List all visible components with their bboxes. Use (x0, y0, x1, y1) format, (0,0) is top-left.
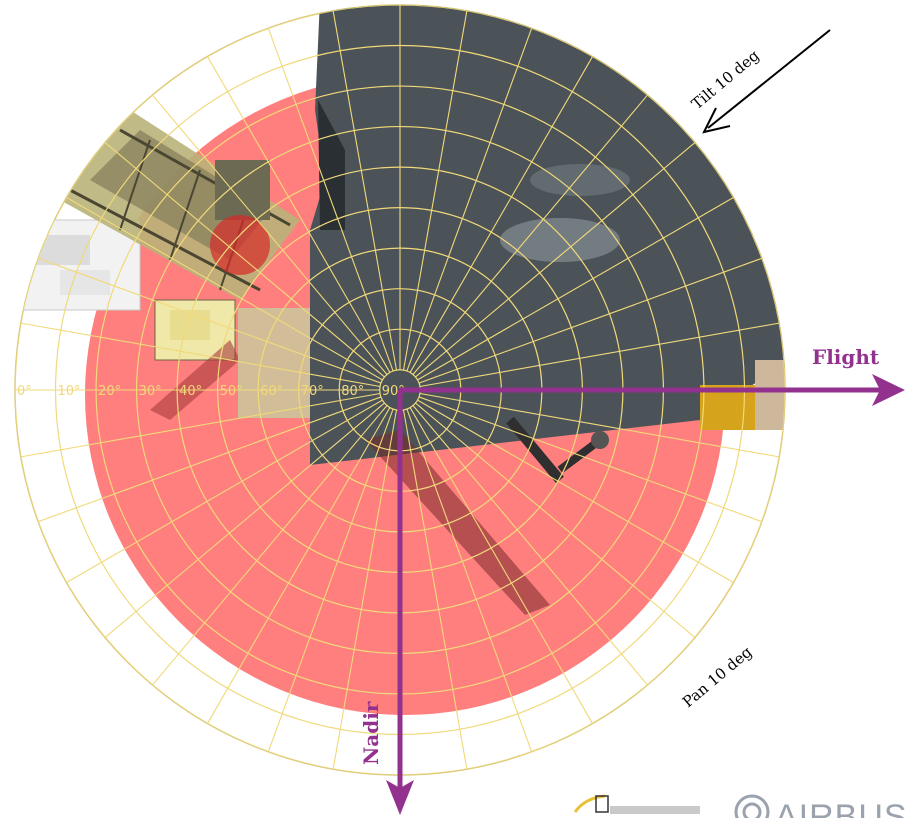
ring-label: 50° (220, 384, 243, 399)
grid-spoke (417, 399, 734, 583)
tilt-arrow (702, 29, 831, 134)
grid-spoke (409, 56, 593, 373)
grid-spoke (409, 407, 593, 724)
grid-spoke (412, 94, 648, 375)
flight-axis (400, 374, 905, 406)
ring-label: 70° (301, 384, 324, 399)
grid-spoke (38, 396, 382, 523)
ring-label: 30° (139, 384, 162, 399)
grid-spoke (104, 402, 385, 638)
grid-spoke (406, 28, 533, 372)
ring-label: 20° (98, 384, 121, 399)
grid-spoke (267, 28, 394, 372)
ring-label: 0° (17, 384, 32, 399)
grid-spoke (66, 399, 383, 583)
partner-logo (573, 794, 700, 814)
nadir-axis (386, 390, 414, 815)
grid-spoke (104, 142, 385, 378)
grid-spoke (415, 402, 696, 638)
grid-spoke (402, 10, 468, 371)
grid-spoke (152, 405, 388, 686)
pan-label: Pan 10 deg (679, 643, 756, 712)
grid-spoke (418, 396, 762, 523)
payload-left (19, 219, 141, 311)
ring-labels: 0°10°20°30°40°50°60°70°80°90° (17, 384, 405, 399)
flight-label: Flight (812, 345, 880, 369)
grid-spoke (402, 409, 468, 770)
grid-spoke (412, 405, 648, 686)
ring-label: 60° (260, 384, 283, 399)
grid-spoke (152, 94, 388, 375)
tilt-label: Tilt 10 deg (688, 46, 763, 113)
airbus-logo: AIRBUS (734, 794, 908, 818)
grid-spoke (20, 392, 381, 458)
grid-spoke (20, 322, 381, 388)
grid-spoke (207, 407, 391, 724)
grid-spoke (417, 197, 734, 381)
grid-spoke (418, 257, 762, 384)
ring-label: 10° (58, 384, 81, 399)
grid-spoke (38, 257, 382, 384)
airbus-logo-text: AIRBUS (775, 798, 908, 818)
grid-spoke (207, 56, 391, 373)
grid-spoke (415, 142, 696, 378)
ring-label: 80° (341, 384, 364, 399)
grid-spoke (419, 322, 780, 388)
grid-spoke (66, 197, 383, 381)
grid-spoke (406, 408, 533, 752)
nadir-label: Nadir (359, 701, 383, 765)
grid-spoke (332, 409, 398, 770)
ring-label: 40° (179, 384, 202, 399)
grid-spoke (419, 392, 780, 458)
grid-spoke (332, 10, 398, 371)
beige-block (238, 308, 318, 418)
truss-structure (60, 110, 300, 420)
grid-spoke (267, 408, 394, 752)
